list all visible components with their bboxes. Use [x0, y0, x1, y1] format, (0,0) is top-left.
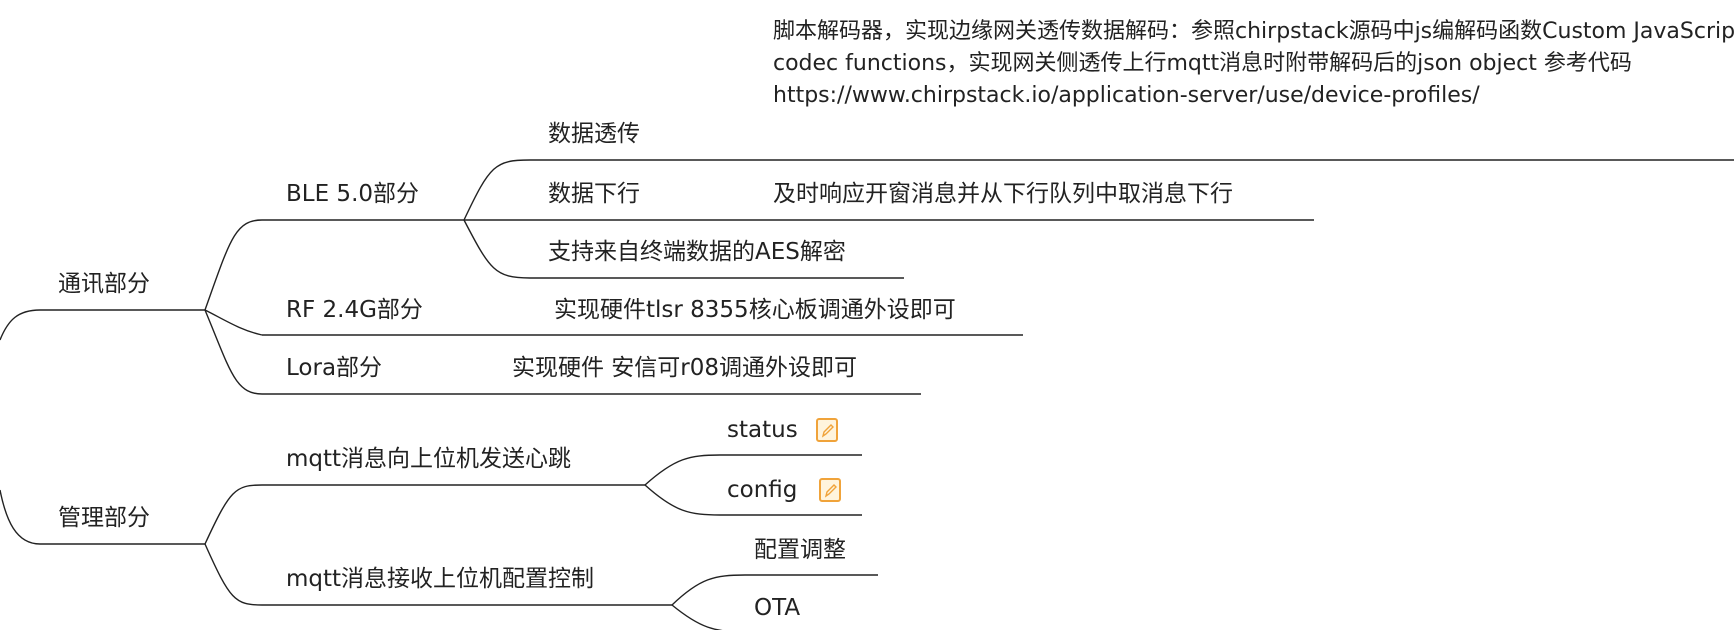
node-passthrough[interactable]: 数据透传	[548, 121, 640, 147]
connector-comm-rf	[204, 309, 263, 336]
node-lora-detail[interactable]: 实现硬件 安信可r08调通外设即可	[512, 355, 858, 381]
node-config[interactable]: config	[727, 477, 798, 503]
node-downlink[interactable]: 数据下行	[548, 181, 640, 207]
node-heartbeat[interactable]: mqtt消息向上位机发送心跳	[286, 446, 572, 472]
node-ota[interactable]: OTA	[754, 595, 801, 621]
connector-comm-ble	[204, 219, 263, 311]
pencil-icon	[824, 484, 837, 498]
connector-heartbeat-config	[644, 484, 721, 516]
node-status[interactable]: status	[727, 417, 798, 443]
pencil-icon	[821, 424, 834, 438]
node-adjust[interactable]: 配置调整	[754, 537, 846, 563]
connector-comm-lora	[204, 309, 263, 395]
connector-ble-passthrough	[463, 159, 531, 221]
note-icon[interactable]	[819, 478, 841, 502]
node-rf[interactable]: RF 2.4G部分	[286, 297, 423, 323]
connector-mgmt-heartbeat	[204, 484, 263, 545]
node-rf-detail[interactable]: 实现硬件tlsr 8355核心板调通外设即可	[554, 297, 956, 323]
node-lora[interactable]: Lora部分	[286, 355, 383, 381]
connector-ble-aes	[463, 219, 531, 279]
node-aes[interactable]: 支持来自终端数据的AES解密	[548, 239, 846, 265]
root-connector-comm	[0, 309, 41, 341]
note-icon[interactable]	[816, 418, 838, 442]
connector-control-adjust	[671, 574, 746, 606]
connector-heartbeat-status	[644, 454, 721, 486]
node-mgmt[interactable]: 管理部分	[58, 505, 150, 531]
node-comm[interactable]: 通讯部分	[58, 271, 150, 297]
node-passthrough-detail[interactable]: 脚本解码器，实现边缘网关透传数据解码：参照chirpstack源码中js编解码函…	[773, 19, 1734, 108]
node-downlink-detail[interactable]: 及时响应开窗消息并从下行队列中取消息下行	[773, 181, 1233, 207]
node-ble[interactable]: BLE 5.0部分	[286, 181, 420, 207]
node-control[interactable]: mqtt消息接收上位机配置控制	[286, 566, 595, 592]
connector-control-ota	[671, 604, 723, 630]
root-connector-mgmt	[0, 489, 41, 545]
connector-mgmt-control	[204, 543, 263, 606]
